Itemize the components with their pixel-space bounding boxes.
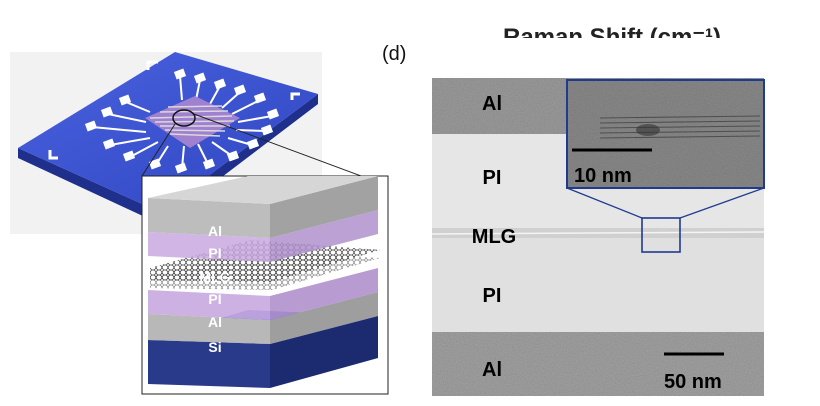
- stack-pi2-side: [270, 268, 378, 320]
- tem-zoom-line-left: [566, 187, 643, 219]
- stack-si-front: [148, 340, 270, 388]
- tem-cross-section-figure: Raman Shift (cm⁻¹) (d) 10 nm Al PI MLG P…: [378, 24, 820, 396]
- tem-pi-bottom: [432, 238, 764, 332]
- stack-label-al-bottom: Al: [208, 314, 222, 330]
- tem-zoom-box: [641, 217, 681, 253]
- stack-al2-front: [148, 314, 270, 344]
- zoom-line-left: [141, 123, 176, 177]
- alignment-marks: [48, 60, 300, 198]
- electrode-traces: [91, 75, 273, 169]
- stack-pi1-side: [270, 210, 378, 262]
- tem-label-al-top: Al: [482, 93, 502, 115]
- stack-label-mlg: MLG: [199, 269, 230, 285]
- inset-scale-label: 10 nm: [574, 165, 632, 187]
- chip-substrate-side: [18, 94, 318, 224]
- tem-label-al-bottom: Al: [482, 359, 502, 381]
- electrode-pads: [84, 68, 280, 174]
- stack-si-side: [270, 316, 378, 388]
- stack-al2-side: [270, 292, 378, 344]
- stack-pi1-front: [148, 232, 270, 262]
- device-schematic-figure: Al PI MLG PI Al Si: [10, 52, 389, 395]
- hrtem-lattice-fringes: [599, 115, 761, 139]
- stack-al1-front: [148, 198, 270, 238]
- main-scale-label: 50 nm: [664, 371, 722, 393]
- stack-mlg-sheet-lower: [150, 250, 380, 290]
- tem-label-pi-top: PI: [483, 167, 502, 189]
- stack-label-si: Si: [208, 339, 221, 355]
- tem-al-bottom: [432, 332, 764, 396]
- zoom-circle: [172, 109, 196, 127]
- tem-zoom-line-right: [679, 187, 765, 219]
- panel-letter: (d): [382, 43, 406, 65]
- stack-label-al-top: Al: [208, 223, 222, 239]
- hrtem-inset: [567, 80, 764, 188]
- stack-al1-top: [148, 176, 378, 204]
- tem-mlg-line: [431, 231, 765, 235]
- stack-label-pi-bottom: PI: [208, 291, 221, 307]
- stack-pi2-front: [148, 290, 270, 320]
- hrtem-dark-spot: [636, 124, 660, 136]
- stack-label-pi-top: PI: [208, 245, 221, 261]
- tem-label-mlg: MLG: [472, 226, 516, 248]
- zoom-line-right: [193, 113, 389, 187]
- header-mask: [378, 38, 820, 78]
- stack-al1-side: [270, 176, 378, 238]
- tem-label-pi-bottom: PI: [483, 285, 502, 307]
- hrtem-inset-border: [566, 79, 765, 189]
